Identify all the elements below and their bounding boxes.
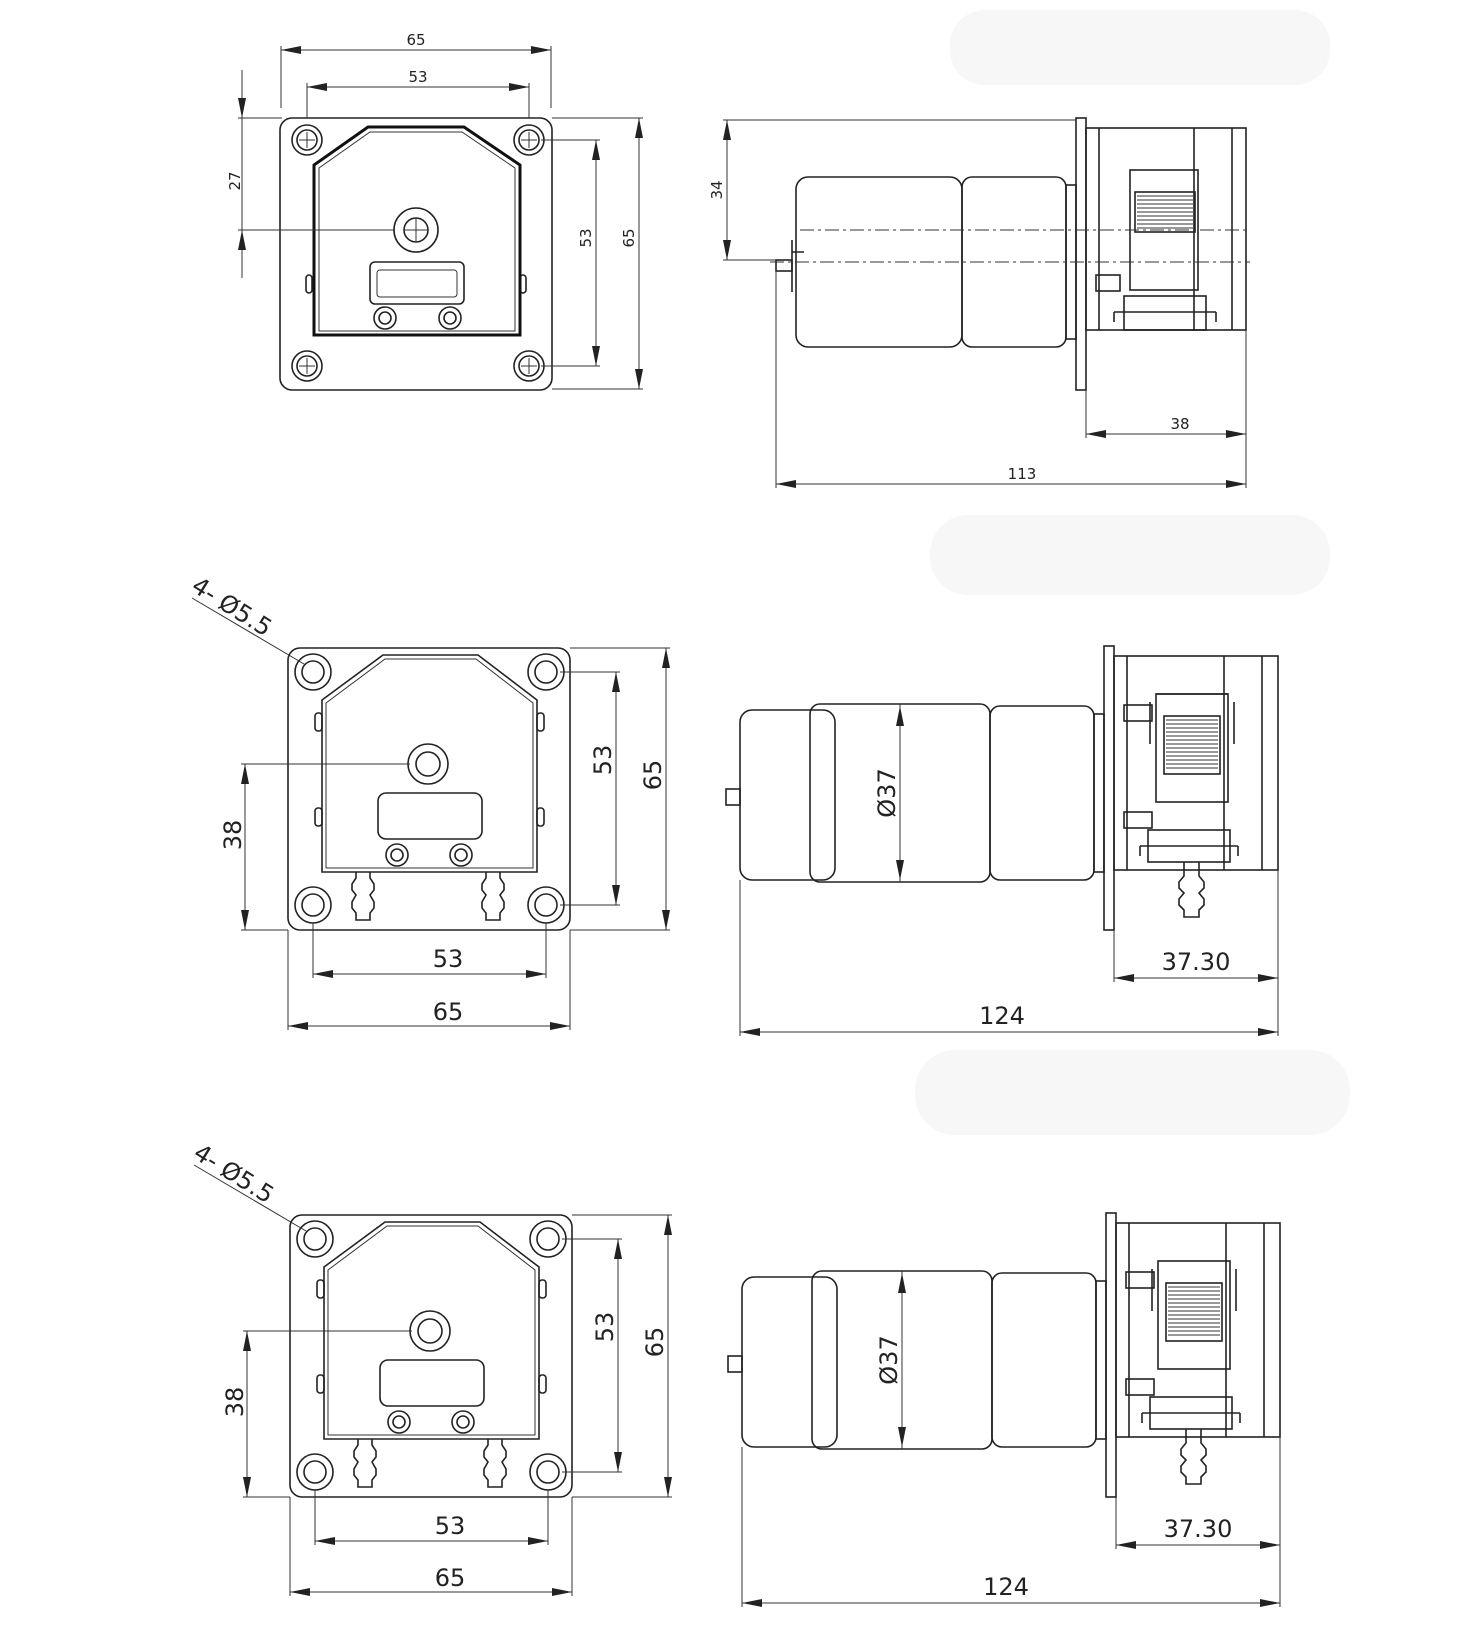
drawing-2-side-dimensions: Ø37 37.30 124 [739, 706, 1279, 1036]
dim-total-length: 124 [979, 1002, 1025, 1030]
dim-height-outer: 65 [639, 760, 667, 791]
dim-total-length: 113 [1008, 465, 1037, 483]
dim-width-outer: 65 [433, 998, 464, 1026]
drawing-1-front-dimensions: 65 53 27 53 65 [226, 31, 643, 390]
drawing-3-front-view [289, 1214, 573, 1498]
dim-width-outer: 65 [406, 31, 425, 49]
drawing-2-front-dimensions: 4- Ø5.5 38 53 65 53 65 [187, 571, 670, 1030]
drawing-3-front-dimensions: 4- Ø5.5 38 53 65 53 65 [189, 1138, 672, 1596]
dim-diameter: Ø37 [875, 1335, 903, 1384]
drawing-3-side-dimensions: Ø37 37.30 124 [741, 1273, 1281, 1607]
dim-width-outer: 65 [435, 1564, 466, 1592]
dim-offset-bottom: 38 [219, 820, 247, 851]
drawing-1-side-dimensions: 34 38 113 [708, 119, 1247, 488]
hole-spec-label: 4- Ø5.5 [189, 1138, 279, 1209]
dim-motor-height: 34 [708, 180, 726, 199]
dim-offset-bottom: 38 [221, 1387, 249, 1418]
dim-width-holes: 53 [433, 945, 464, 973]
dim-width-holes: 53 [408, 68, 427, 86]
drawing-2-front-view [287, 647, 571, 931]
drawing-1-side-view [770, 117, 1250, 391]
dim-height-holes: 53 [589, 745, 617, 776]
dim-head-length: 37.30 [1162, 948, 1231, 976]
dim-height-holes: 53 [577, 228, 595, 247]
drawing-2-side-view [725, 645, 1279, 931]
dim-height-holes: 53 [591, 1312, 619, 1343]
drawing-1-front-view [279, 117, 553, 391]
drawing-3-side-view [727, 1212, 1281, 1498]
dim-head-length: 37.30 [1164, 1515, 1233, 1543]
dim-offset-top: 27 [226, 171, 244, 190]
hole-spec-label: 4- Ø5.5 [187, 571, 277, 642]
dim-diameter: Ø37 [873, 768, 901, 817]
dim-width-holes: 53 [435, 1512, 466, 1540]
dim-head-length: 38 [1170, 415, 1189, 433]
dim-total-length: 124 [983, 1573, 1029, 1601]
dim-height-outer: 65 [641, 1327, 669, 1358]
dim-height-outer: 65 [620, 228, 638, 247]
